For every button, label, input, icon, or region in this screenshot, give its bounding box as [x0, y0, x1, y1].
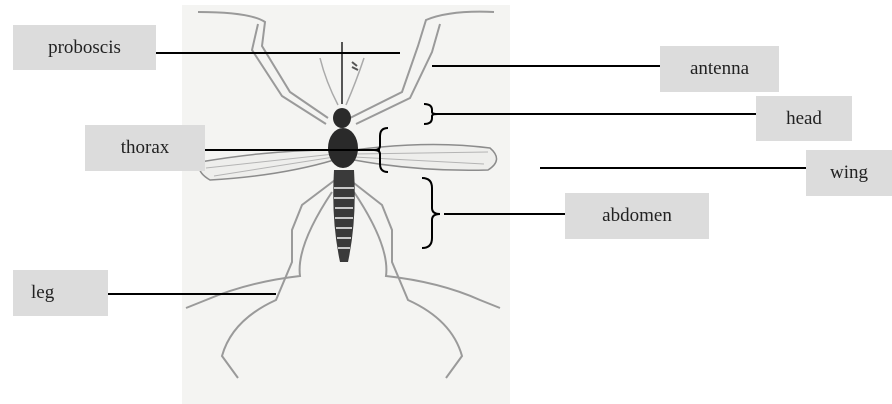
label-proboscis: proboscis: [13, 25, 156, 70]
abdomen-bands: [334, 188, 354, 248]
label-thorax: thorax: [85, 125, 205, 171]
head-shape: [333, 108, 351, 128]
label-head: head: [756, 96, 852, 141]
label-abdomen: abdomen: [565, 193, 709, 239]
label-leg: leg: [13, 270, 108, 316]
thorax-shape: [328, 128, 358, 168]
label-wing: wing: [806, 150, 892, 196]
label-antenna: antenna: [660, 46, 779, 92]
